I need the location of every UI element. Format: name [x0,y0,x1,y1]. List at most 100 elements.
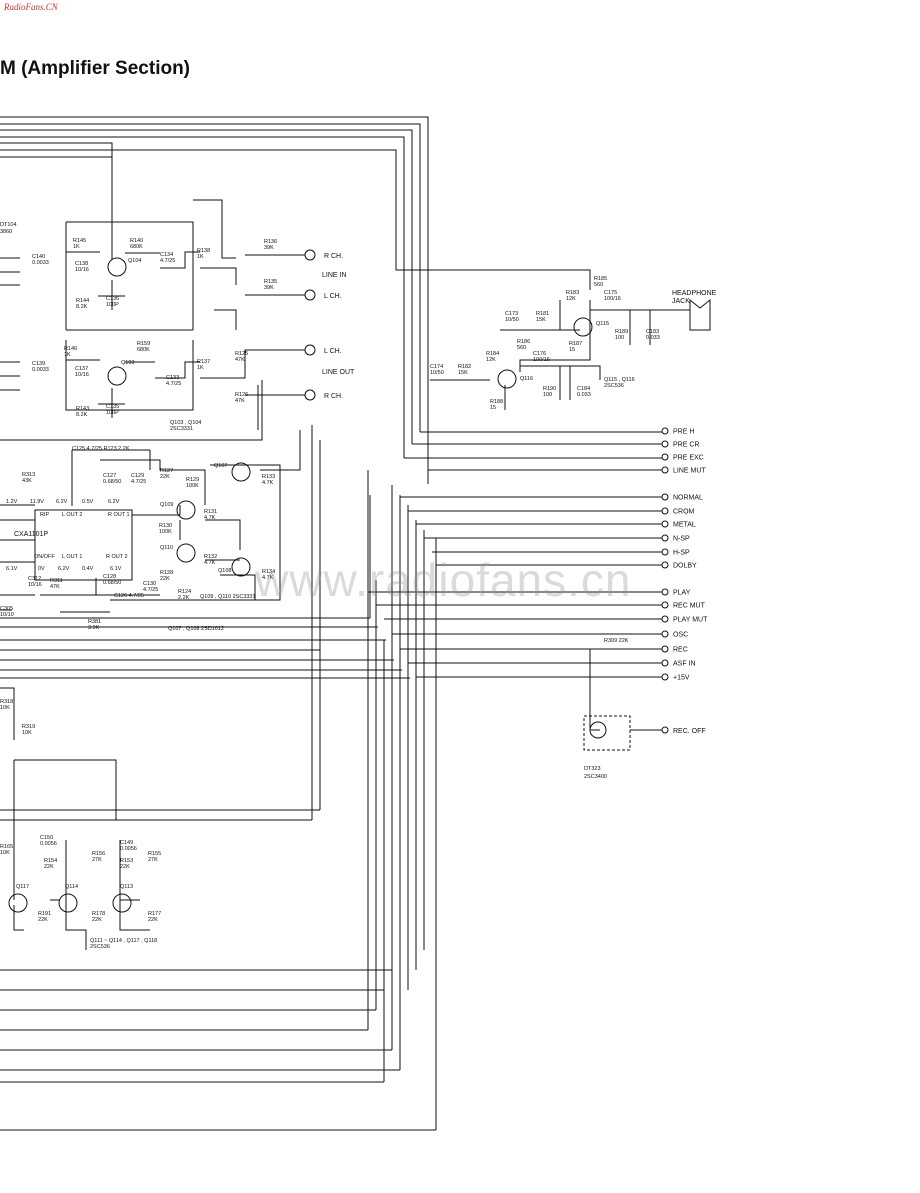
connector-label: PRE CR [673,442,699,449]
connector-label: ASF IN [673,661,696,668]
dt323-transistor-icon [589,721,607,739]
dt323-part: 2SC3400 [584,774,607,780]
component-label: Q103 [121,360,134,366]
rec-off-label: REC. OFF [673,728,706,735]
component-label: C126 4.7/25 [114,593,144,599]
connector-label: LINE MUT [673,468,706,475]
connector-label: PLAY MUT [673,617,708,624]
connector-label: NORMAL [673,495,703,502]
ic-voltage-top-5: 6.2V [108,499,120,505]
ic-voltage-bottom-4: 0.4V [82,566,94,572]
q114-transistor-icon [58,893,78,913]
watermark-top: RadioFans.CN [4,2,58,12]
ic-voltage-bottom-3: 6.2V [58,566,70,572]
connector-terminal-icon [661,601,669,609]
ic-voltage-top-2: 11.9V [30,499,44,505]
connector-terminal-icon [661,548,669,556]
connector-label: REC MUT [673,603,706,610]
ic-pin-onoff: ON/OFF [34,554,55,560]
connector-label: PRE H [673,429,694,436]
q107-transistor-icon [231,462,251,482]
q109-transistor-icon [176,500,196,520]
line-in-l-label: L CH. [324,293,342,300]
connector-terminal-icon [661,453,669,461]
headphone-label-2: JACK [672,298,690,305]
ic-voltage-bottom-2: 0V [38,566,45,572]
q108-transistor-icon [231,557,251,577]
ic-name: CXA1101P [14,531,48,538]
connector-terminal-icon [661,588,669,596]
component-label: Q107 [214,463,227,469]
component-label: Q108 [218,568,231,574]
component-label: Q109 [160,502,173,508]
line-out-l-label: L CH. [324,348,342,355]
component-label: R309 22K [604,638,629,644]
ic-voltage-bottom-5: 6.1V [110,566,122,572]
line-in-label: LINE IN [322,272,347,279]
watermark-middle: www.radiofans.cn [255,554,632,606]
connector-terminal-icon [661,630,669,638]
component-label: Q110 [160,545,173,551]
connector-label: OSC [673,632,688,639]
ic-pin-lout1: L OUT 1 [62,554,82,560]
connector-label: METAL [673,522,696,529]
line-in-l-jack-icon [304,289,316,301]
q104-transistor-icon [107,257,127,277]
component-label: Q109 , Q110 2SC3331 [200,594,256,600]
connector-label: REC [673,647,688,654]
line-out-label: LINE OUT [322,369,355,376]
connector-terminal-icon [661,427,669,435]
connector-label: N-SP [673,536,690,543]
rec-off-terminal-icon [661,726,669,734]
connector-terminal-icon [661,493,669,501]
dt104-label: DT104 [0,222,17,228]
connector-terminal-icon [661,520,669,528]
connector-terminal-icon [661,659,669,667]
ic-voltage-top-1: 1.2V [6,499,18,505]
dt104-part: 3860 [0,229,12,235]
connector-terminal-icon [661,534,669,542]
connector-label: +15V [673,675,690,682]
line-out-l-jack-icon [304,344,316,356]
ic-voltage-top-3: 6.2V [56,499,68,505]
